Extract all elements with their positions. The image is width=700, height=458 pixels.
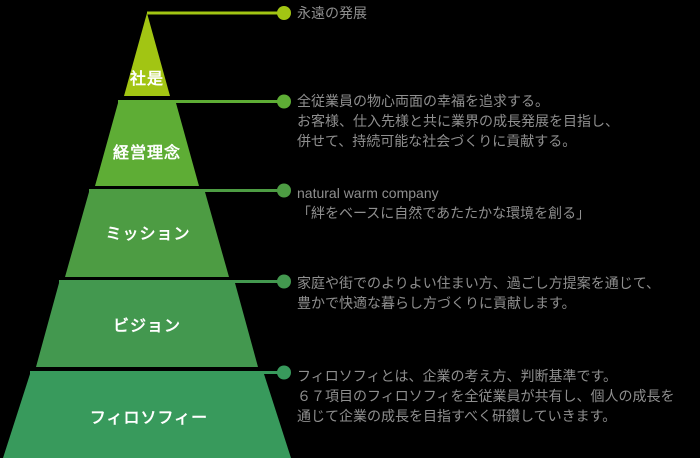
annotation-line: 豊かで快適な暮らし方づくりに貢献します。 [297, 295, 576, 311]
connector-dot-icon [277, 274, 291, 289]
pyramid-level-4-shape [36, 283, 258, 367]
pyramid-level-5-shape [3, 374, 291, 458]
connector-dot-icon [277, 6, 291, 20]
annotation-line: お客様、仕入先様と共に業界の成長発展を目指し、 [297, 113, 619, 129]
pyramid-level-1-label: 社是 [129, 69, 164, 88]
pyramid-level-2-shape [95, 103, 199, 186]
annotation-line: 永遠の発展 [297, 5, 367, 21]
annotation-line: natural warm company [297, 185, 439, 201]
annotation-line: フィロソフィとは、企業の考え方、判断基準です。 [297, 368, 618, 384]
annotation-keiei-rinen: 全従業員の物心両面の幸福を追求する。 お客様、仕入先様と共に業界の成長発展を目指… [297, 91, 619, 151]
connector-dot-icon [277, 365, 291, 380]
annotation-shaze: 永遠の発展 [297, 3, 367, 23]
annotation-line: ６７項目のフィロソフィを全従業員が共有し、個人の成長を [297, 388, 675, 404]
pyramid-level-3-shape [65, 192, 229, 277]
pyramid-level-2-label: 経営理念 [113, 143, 181, 162]
annotation-line: 通じて企業の成長を目指すべく研鑽していきます。 [297, 408, 617, 424]
annotation-line: 家庭や街でのよりよい住まい方、過ごし方提案を通じて、 [297, 275, 661, 291]
annotation-vision: 家庭や街でのよりよい住まい方、過ごし方提案を通じて、 豊かで快適な暮らし方づくり… [297, 273, 660, 313]
annotation-line: 併せて、持続可能な社会づくりに貢献する。 [297, 133, 577, 149]
pyramid-level-5-label: フィロソフィー [90, 410, 208, 427]
connector-dot-icon [277, 94, 291, 109]
annotation-mission: natural warm company 「絆をベースに自然であたたかな環境を創… [297, 183, 590, 223]
annotation-line: 全従業員の物心両面の幸福を追求する。 [297, 93, 549, 109]
annotation-philosophy: フィロソフィとは、企業の考え方、判断基準です。 ６７項目のフィロソフィを全従業員… [297, 366, 674, 426]
pyramid-level-1-shape [124, 13, 170, 96]
connector-dot-icon [277, 183, 291, 198]
annotation-line: 「絆をベースに自然であたたかな環境を創る」 [297, 205, 591, 221]
pyramid-level-4-label: ビジョン [113, 317, 181, 335]
pyramid-level-3-label: ミッション [105, 226, 190, 243]
